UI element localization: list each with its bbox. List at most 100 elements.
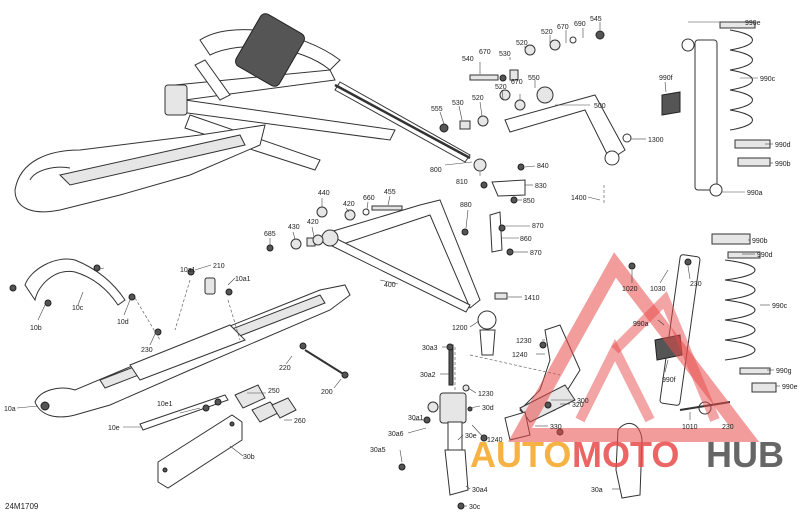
label-1230-b: 1230 [478,391,494,398]
label-10e1: 10e1 [157,401,173,408]
label-990d: 990d [775,142,791,149]
label-200: 200 [321,389,333,396]
label-530-b: 530 [452,100,464,107]
hardware-stack-lower [266,205,403,252]
skid-plate [157,414,243,489]
watermark-word-hub: HUB [706,434,784,475]
spindle-assembly [398,343,488,510]
label-990a: 990a [747,190,763,197]
label-840: 840 [537,163,549,170]
label-30d: 30d [482,405,494,412]
label-1200: 1200 [452,325,468,332]
label-440: 440 [318,190,330,197]
label-670-c: 670 [511,79,523,86]
watermark-word-auto: AUTO [470,434,571,475]
label-420-b: 420 [307,219,319,226]
label-230-b: 230 [722,424,734,431]
label-1410: 1410 [524,295,540,302]
upper-a-arm [504,86,626,166]
label-690: 690 [574,21,586,28]
label-10c: 10c [72,305,84,312]
watermark-text: AUTO MOTO HUB [470,434,784,475]
label-670-a: 670 [557,24,569,31]
label-850: 850 [523,198,535,205]
label-10e: 10e [108,425,120,432]
label-10b: 10b [30,325,42,332]
label-320: 320 [572,402,584,409]
label-30a: 30a [591,487,603,494]
label-990c: 990c [760,76,776,83]
label-30e: 30e [465,433,477,440]
label-990b-2: 990b [752,238,768,245]
label-860: 860 [520,236,532,243]
rod-200 [299,342,349,379]
label-10a: 10a [4,406,16,413]
label-990f: 990f [659,75,673,82]
label-540: 540 [462,56,474,63]
label-530-a: 530 [499,51,511,58]
label-30b: 30b [243,454,255,461]
label-990c-2: 990c [772,303,788,310]
label-990a-2: 990a [633,321,649,328]
label-520-c: 520 [495,84,507,91]
label-420-a: 420 [343,201,355,208]
label-30c: 30c [469,504,481,511]
ski-bottom [34,284,351,418]
label-250: 250 [268,388,280,395]
label-990d-2: 990d [757,252,773,259]
label-670-b: 670 [479,49,491,56]
spring-pins [174,268,241,341]
label-10d: 10d [117,319,129,326]
watermark-logo [508,252,760,442]
label-685: 685 [264,231,276,238]
label-810: 810 [456,179,468,186]
label-1020: 1020 [622,286,638,293]
label-30a2: 30a2 [420,372,436,379]
assembly-guide-lines [134,185,605,390]
lower-a-arm [321,199,508,356]
label-1230-a: 1230 [516,338,532,345]
bracket-group [461,163,526,256]
label-230-a: 230 [690,281,702,288]
label-400: 400 [384,282,396,289]
label-1240-a: 1240 [512,352,528,359]
label-1030: 1030 [650,286,666,293]
label-30a6: 30a6 [388,431,404,438]
label-500: 500 [594,103,606,110]
label-230-c: 230 [141,347,153,354]
label-520-a: 520 [541,29,553,36]
label-220: 220 [279,365,291,372]
label-10a1-b: 10a1 [235,276,251,283]
label-990e: 990e [745,20,761,27]
label-430: 430 [288,224,300,231]
label-520-d: 520 [472,95,484,102]
hardware-stack-upper [439,30,632,143]
label-990b: 990b [775,161,791,168]
label-1240-b: 1240 [487,437,503,444]
label-330: 330 [550,424,562,431]
label-550: 550 [528,75,540,82]
label-30a3: 30a3 [422,345,438,352]
watermark-word-moto: MOTO [572,434,679,475]
ski-top [14,124,266,213]
label-300: 300 [577,398,589,405]
label-990g: 990g [776,368,792,375]
label-1400: 1400 [571,195,587,202]
label-520-b: 520 [516,40,528,47]
label-30a5: 30a5 [370,447,386,454]
label-30a4: 30a4 [472,487,488,494]
label-1300: 1300 [648,137,664,144]
label-870: 870 [532,223,544,230]
label-210: 210 [213,263,225,270]
label-260: 260 [294,418,306,425]
label-830: 830 [535,183,547,190]
leader-lines [16,21,780,507]
label-800: 800 [430,167,442,174]
label-870-b: 870 [530,250,542,257]
label-990f-2: 990f [662,377,676,384]
label-545: 545 [590,16,602,23]
runner-wear-bar [139,384,297,431]
label-555: 555 [431,106,443,113]
